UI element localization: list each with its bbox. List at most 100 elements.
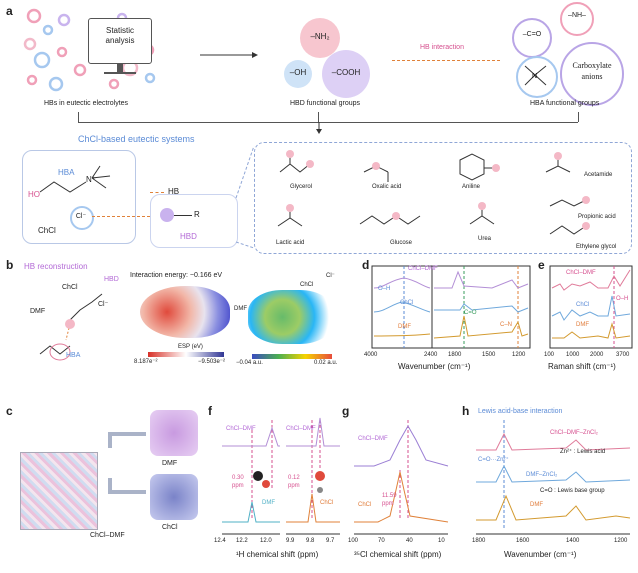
h-title: Lewis acid-base interaction <box>478 408 563 415</box>
d-series-3: DMF <box>398 324 411 330</box>
f-tick-2: 12.0 <box>260 538 272 544</box>
cl-tag-igm: Cl⁻ <box>326 273 335 279</box>
h-series-3: DMF <box>530 502 543 508</box>
g-tick-3: 10 <box>438 538 445 544</box>
f-series-right-2: ChCl <box>320 500 334 506</box>
molecule-aniline: Aniline <box>462 184 481 190</box>
monitor-stand <box>117 63 123 73</box>
dmf-chcl-structure-icon <box>39 293 103 361</box>
molecule-sketches <box>277 150 590 235</box>
oh-label: –OH <box>289 68 307 77</box>
d-tick-3: 1500 <box>482 352 496 358</box>
interaction-energy: Interaction energy: −0.166 eV <box>130 272 223 279</box>
panel-h-label: h <box>462 404 470 418</box>
c-chcl-dmf: ChCl–DMF <box>90 532 125 539</box>
panel-a-label: a <box>6 4 13 18</box>
molecule-urea: Urea <box>478 236 492 242</box>
nh2-label: –NH₂ <box>310 32 330 41</box>
f-series-right-1: ChCl–DMF <box>286 426 316 432</box>
chcl-tag-b: ChCl <box>62 284 78 291</box>
hba-tag-b: HBA <box>66 352 81 359</box>
e-series-3: DMF <box>576 322 589 328</box>
arrow-down-icon <box>316 122 322 134</box>
h-co-zn: C=O···Zn²⁺ <box>478 457 509 463</box>
hbs-caption: HBs in eutectic electrolytes <box>44 100 129 107</box>
molecule-lactic-acid: Lactic acid <box>276 240 305 246</box>
hb-link-line <box>92 216 160 217</box>
panel-d-plot <box>371 265 531 349</box>
d-cn: C–N <box>500 322 513 328</box>
f-tick-1: 12.2 <box>236 538 248 544</box>
connector-mid <box>318 112 319 122</box>
e-series-2: ChCl <box>576 302 590 308</box>
merge-arrows <box>108 432 146 494</box>
hbd-sphere <box>160 208 174 222</box>
g-xlabel: ³⁵Cl chemical shift (ppm) <box>354 550 442 559</box>
d-tick-2: 1800 <box>448 352 462 358</box>
f-tick-3: 9.9 <box>286 538 295 544</box>
h-tick-2: 1400 <box>566 538 580 544</box>
panel-f-plot <box>222 417 340 535</box>
h-co-label: C=O : Lewis base group <box>540 488 605 494</box>
nh-bubble <box>560 2 594 36</box>
ammonium-structure-icon: N <box>524 65 547 86</box>
igm-min: −0.04 a.u. <box>236 360 263 366</box>
f-tick-4: 9.8 <box>306 538 315 544</box>
panel-d-label: d <box>362 258 370 272</box>
hb-reconstruction-title: HB reconstruction <box>24 262 88 271</box>
cooh-bubble <box>322 50 370 98</box>
panel-c-label: c <box>6 404 13 418</box>
f-shift-left: 0.30 ppm <box>232 475 244 489</box>
igm-isosurface <box>248 290 334 344</box>
g-tick-1: 70 <box>378 538 385 544</box>
ho-text: HO <box>28 190 40 199</box>
d-tick-0: 4000 <box>364 352 378 358</box>
zoom-lines <box>235 145 255 249</box>
esp-label: ESP (eV) <box>178 344 203 350</box>
connector-left <box>78 112 79 122</box>
panel-g-plot <box>354 420 449 535</box>
chloride-text: Cl⁻ <box>75 213 87 220</box>
nplus-text: N⁺ <box>86 175 96 184</box>
e-xlabel: Raman shift (cm⁻¹) <box>548 362 616 371</box>
carboxylate-bubble <box>560 42 624 106</box>
co-label: –C=O <box>522 31 542 38</box>
molecule-propionic-acid: Propionic acid <box>578 214 616 220</box>
hbd-tag-b: HBD <box>104 276 119 283</box>
e-series-1: ChCl–DMF <box>566 270 596 276</box>
e-tick-3: 3700 <box>616 352 630 358</box>
esp-max: −9.503e⁻² <box>198 359 226 365</box>
esp-surface <box>140 286 230 338</box>
panel-g-label: g <box>342 404 350 418</box>
panel-f-label: f <box>208 404 212 418</box>
monitor-icon <box>88 18 152 64</box>
f-tick-5: 9.7 <box>326 538 335 544</box>
carboxylate-label: Carboxylate anions <box>572 61 612 81</box>
hbd-r-bond <box>174 215 192 216</box>
h-series-1: ChCl–DMF–ZnCl₂ <box>550 430 599 436</box>
chcl-tag: ChCl <box>38 226 56 235</box>
chcl-systems-title: ChCl-based eutectic systems <box>78 134 195 144</box>
hb-interaction-line <box>392 60 500 61</box>
nh2-bubble <box>300 18 340 58</box>
chcl-tag-igm: ChCl <box>300 282 314 288</box>
dmf-tag-b: DMF <box>30 308 46 315</box>
g-shift: 11.59 ppm <box>382 493 397 507</box>
f-series-left-1: ChCl–DMF <box>226 426 256 432</box>
e-tick-0: 100 <box>544 352 555 358</box>
svg-text:N: N <box>532 73 537 80</box>
e-tick-2: 2000 <box>590 352 604 358</box>
hb-interaction-label: HB interaction <box>420 44 464 51</box>
h-tick-0: 1800 <box>472 538 486 544</box>
md-box-dmf <box>150 410 198 456</box>
c-chcl: ChCl <box>162 524 178 531</box>
molecule-acetamide: Acetamide <box>584 172 613 178</box>
panel-b-label: b <box>6 258 14 272</box>
f-series-left-2: DMF <box>262 500 275 506</box>
molecule-ethylene-glycol: Ethylene glycol <box>576 244 617 250</box>
h-xlabel: Wavenumber (cm⁻¹) <box>504 550 577 559</box>
igm-colorbar <box>252 354 332 359</box>
f-xlabel: ¹H chemical shift (ppm) <box>236 550 319 559</box>
molecule-oxalic-acid: Oxalic acid <box>372 184 402 190</box>
f-shift-right: 0.12 ppm <box>288 475 300 489</box>
